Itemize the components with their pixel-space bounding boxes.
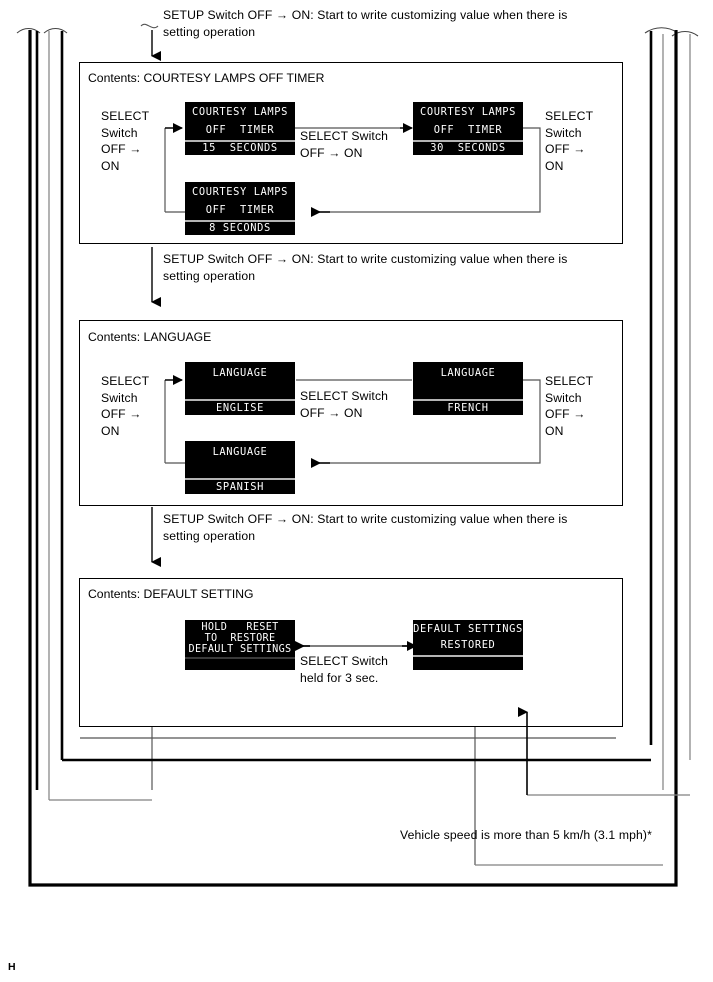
lcd-line-1: COURTESY LAMPS [420,106,516,118]
lcd-value: SPANISH [216,481,264,493]
lcd-courtesy-30-seconds: COURTESY LAMPS OFF TIMER 30 SECONDS [413,102,523,155]
lcd-separator [413,399,523,401]
select-switch-label-right-language: SELECT Switch OFF → ON [545,374,594,438]
lcd-line-2: OFF TIMER [205,124,275,136]
lcd-separator [413,655,523,657]
section-title-courtesy: Contents: COURTESY LAMPS OFF TIMER [88,71,325,85]
section-language [79,320,623,506]
setup-note-1: SETUP Switch OFF → ON: Start to write cu… [163,8,568,39]
lcd-separator [185,657,295,659]
section-default-setting [79,578,623,727]
lcd-courtesy-15-seconds: COURTESY LAMPS OFF TIMER 15 SECONDS [185,102,295,155]
lcd-hold-reset-to-restore: HOLD RESET TO RESTORE DEFAULT SETTINGS [185,620,295,670]
section-courtesy-lamps-off-timer [79,62,623,244]
lcd-value: 8 SECONDS [209,222,271,234]
lcd-separator [413,140,523,142]
transition-label-language: SELECT Switch OFF → ON [300,389,389,420]
select-switch-label-left-courtesy: SELECT Switch OFF → ON [101,109,150,173]
section2-wiring [164,375,541,468]
lcd-line-1: HOLD RESET [201,622,279,633]
setup-entry-arrow-1 [140,23,161,61]
lcd-separator [185,140,295,142]
lcd-separator [185,478,295,480]
lcd-language-english: LANGUAGE ENGLISE [185,362,295,415]
lcd-language-spanish: LANGUAGE SPANISH [185,441,295,494]
lcd-default-settings-restored: DEFAULT SETTINGS RESTORED [413,620,523,670]
section-title-default-setting: Contents: DEFAULT SETTING [88,587,254,601]
section1-wiring [164,123,541,217]
lcd-value: ENGLISE [216,402,264,414]
vehicle-speed-note: Vehicle speed is more than 5 km/h (3.1 m… [400,828,652,842]
lcd-value: 15 SECONDS [202,142,278,154]
lcd-separator [185,399,295,401]
setup-note-2: SETUP Switch OFF → ON: Start to write cu… [163,252,568,283]
lcd-line-2: TO RESTORE [204,633,276,644]
right-bus-lines [644,27,699,790]
select-switch-label-left-language: SELECT Switch OFF → ON [101,374,150,438]
lcd-value: 30 SECONDS [430,142,506,154]
lcd-line-1: LANGUAGE [440,367,496,379]
lcd-value: FRENCH [447,402,489,414]
lcd-line-1: DEFAULT SETTINGS [413,623,523,635]
lcd-line-2: OFF TIMER [205,204,275,216]
page-corner-letter: H [8,961,16,973]
bottom-routing [49,707,690,866]
lcd-line-1: COURTESY LAMPS [192,186,288,198]
select-switch-label-right-courtesy: SELECT Switch OFF → ON [545,109,594,173]
lcd-language-french: LANGUAGE FRENCH [413,362,523,415]
lcd-line-1: LANGUAGE [212,367,268,379]
lcd-line-3: DEFAULT SETTINGS [188,644,292,655]
section-title-language: Contents: LANGUAGE [88,330,212,344]
transition-label-courtesy: SELECT Switch OFF → ON [300,129,389,160]
transition-label-default-setting: SELECT Switch held for 3 sec. [300,654,389,685]
lcd-line-2: OFF TIMER [433,124,503,136]
setup-note-3: SETUP Switch OFF → ON: Start to write cu… [163,512,568,543]
left-bus-lines [16,27,68,800]
lcd-line-1: COURTESY LAMPS [192,106,288,118]
lcd-line-2: RESTORED [440,639,496,651]
lcd-line-1: LANGUAGE [212,446,268,458]
lcd-separator [185,220,295,222]
lcd-courtesy-8-seconds: COURTESY LAMPS OFF TIMER 8 SECONDS [185,182,295,235]
